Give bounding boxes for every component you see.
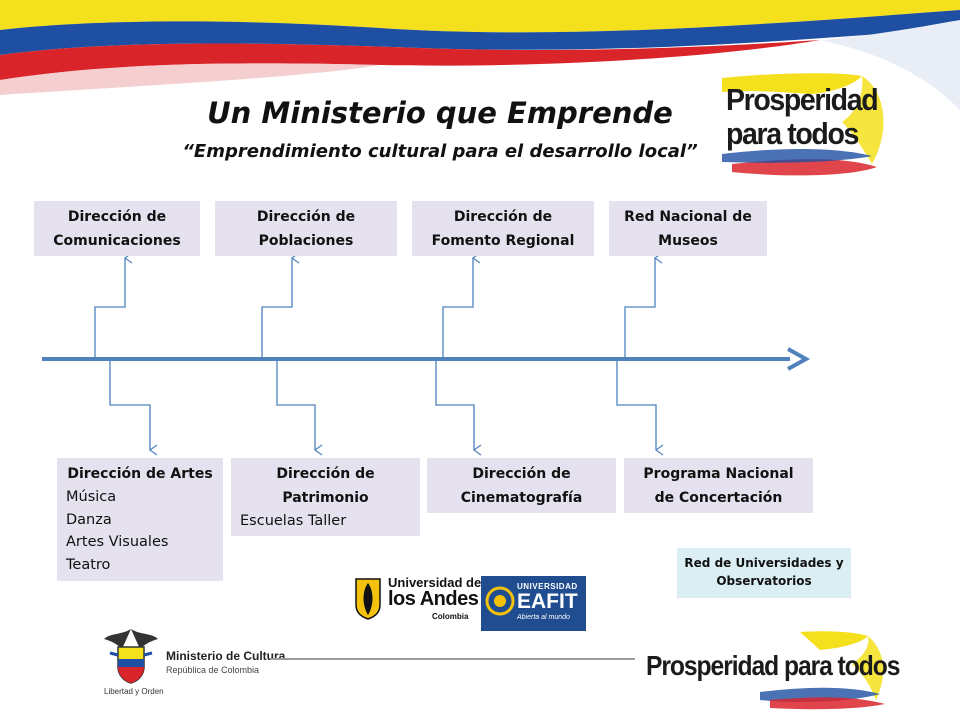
coat-of-arms-icon (104, 629, 158, 684)
brand-top-line2: para todos (726, 116, 859, 151)
box-direccion-cinematografia: Dirección de Cinematografía (427, 458, 616, 513)
andes-crest-icon (355, 578, 381, 620)
min-line2: República de Colombia (166, 665, 260, 675)
connector-down-3 (435, 359, 482, 456)
box-line: Cinematografía (460, 490, 583, 506)
box-red-universidades: Red de Universidades y Observatorios (677, 548, 851, 598)
box-line: Patrimonio (282, 490, 369, 506)
box-line: Comunicaciones (53, 233, 181, 249)
box-item: Escuelas Taller (240, 513, 347, 529)
logo-universidad-andes: Universidad de los Andes Colombia (350, 575, 481, 625)
box-line: Dirección de Artes (67, 466, 213, 482)
box-direccion-fomento-regional: Dirección de Fomento Regional (412, 201, 594, 256)
page-title: Un Ministerio que Emprende (207, 96, 673, 130)
box-line: de Concertación (654, 490, 783, 506)
box-line: Dirección de (453, 209, 553, 225)
prosperidad-logo-top: Prosperidad para todos (712, 72, 892, 182)
box-line: Poblaciones (258, 233, 354, 249)
box-line: Fomento Regional (431, 233, 575, 249)
box-line: Programa Nacional (643, 466, 794, 482)
brand-swoosh-bottom-icon (760, 631, 885, 710)
logo-eafit: UNIVERSIDAD EAFIT Abierta al mundo (481, 576, 586, 631)
box-line: Dirección de (256, 209, 356, 225)
andes-line3: Colombia (432, 612, 469, 621)
box-line: Museos (658, 233, 718, 249)
box-item: Teatro (66, 556, 111, 573)
box-programa-concertacion: Programa Nacional de Concertación (624, 458, 813, 513)
min-motto: Libertad y Orden (104, 687, 164, 696)
box-line: Red de Universidades y (684, 556, 844, 570)
connector-up-4 (624, 258, 655, 359)
eafit-line3: Abierta al mundo (517, 614, 570, 621)
eafit-line2: EAFIT (517, 590, 578, 613)
andes-line1: Universidad de (388, 575, 482, 590)
brand-top-line1: Prosperidad (726, 82, 879, 117)
page-subtitle: “Emprendimiento cultural para el desarro… (182, 141, 698, 162)
connector-up-3 (442, 258, 473, 359)
eafit-line1: UNIVERSIDAD (517, 582, 578, 591)
brand-bottom-text: Prosperidad para todos (646, 650, 900, 681)
prosperidad-logo-bottom: Prosperidad para todos (640, 630, 900, 710)
box-line: Dirección de (472, 466, 571, 482)
footer-divider (270, 658, 635, 660)
box-line: Dirección de (67, 209, 167, 225)
box-direccion-poblaciones: Dirección de Poblaciones (215, 201, 397, 256)
logo-ministerio-cultura: Libertad y Orden Ministerio de Cultura R… (100, 625, 285, 705)
box-red-nacional-museos: Red Nacional de Museos (609, 201, 767, 256)
box-direccion-artes: Dirección de Artes Música Danza Artes Vi… (57, 458, 223, 581)
box-direccion-patrimonio: Dirección de Patrimonio Escuelas Taller (231, 458, 420, 536)
box-item: Música (66, 489, 117, 505)
connector-down-4 (616, 359, 664, 456)
connector-down-2 (276, 359, 323, 456)
brand-swoosh-icon (722, 73, 884, 176)
main-timeline-arrowhead (787, 347, 811, 371)
min-line1: Ministerio de Cultura (166, 649, 286, 663)
connector-up-1 (94, 258, 125, 359)
box-line: Red Nacional de (624, 209, 752, 225)
box-line: Observatorios (716, 574, 812, 588)
connector-up-2 (261, 258, 292, 359)
box-item: Danza (66, 511, 112, 528)
eafit-seal-icon (485, 586, 515, 616)
box-line: Dirección de (276, 466, 375, 482)
box-item: Artes Visuales (66, 534, 169, 550)
connector-down-1 (109, 359, 158, 456)
box-direccion-comunicaciones: Dirección de Comunicaciones (34, 201, 200, 256)
flag-banner (0, 0, 960, 110)
andes-line2: los Andes (388, 588, 479, 610)
